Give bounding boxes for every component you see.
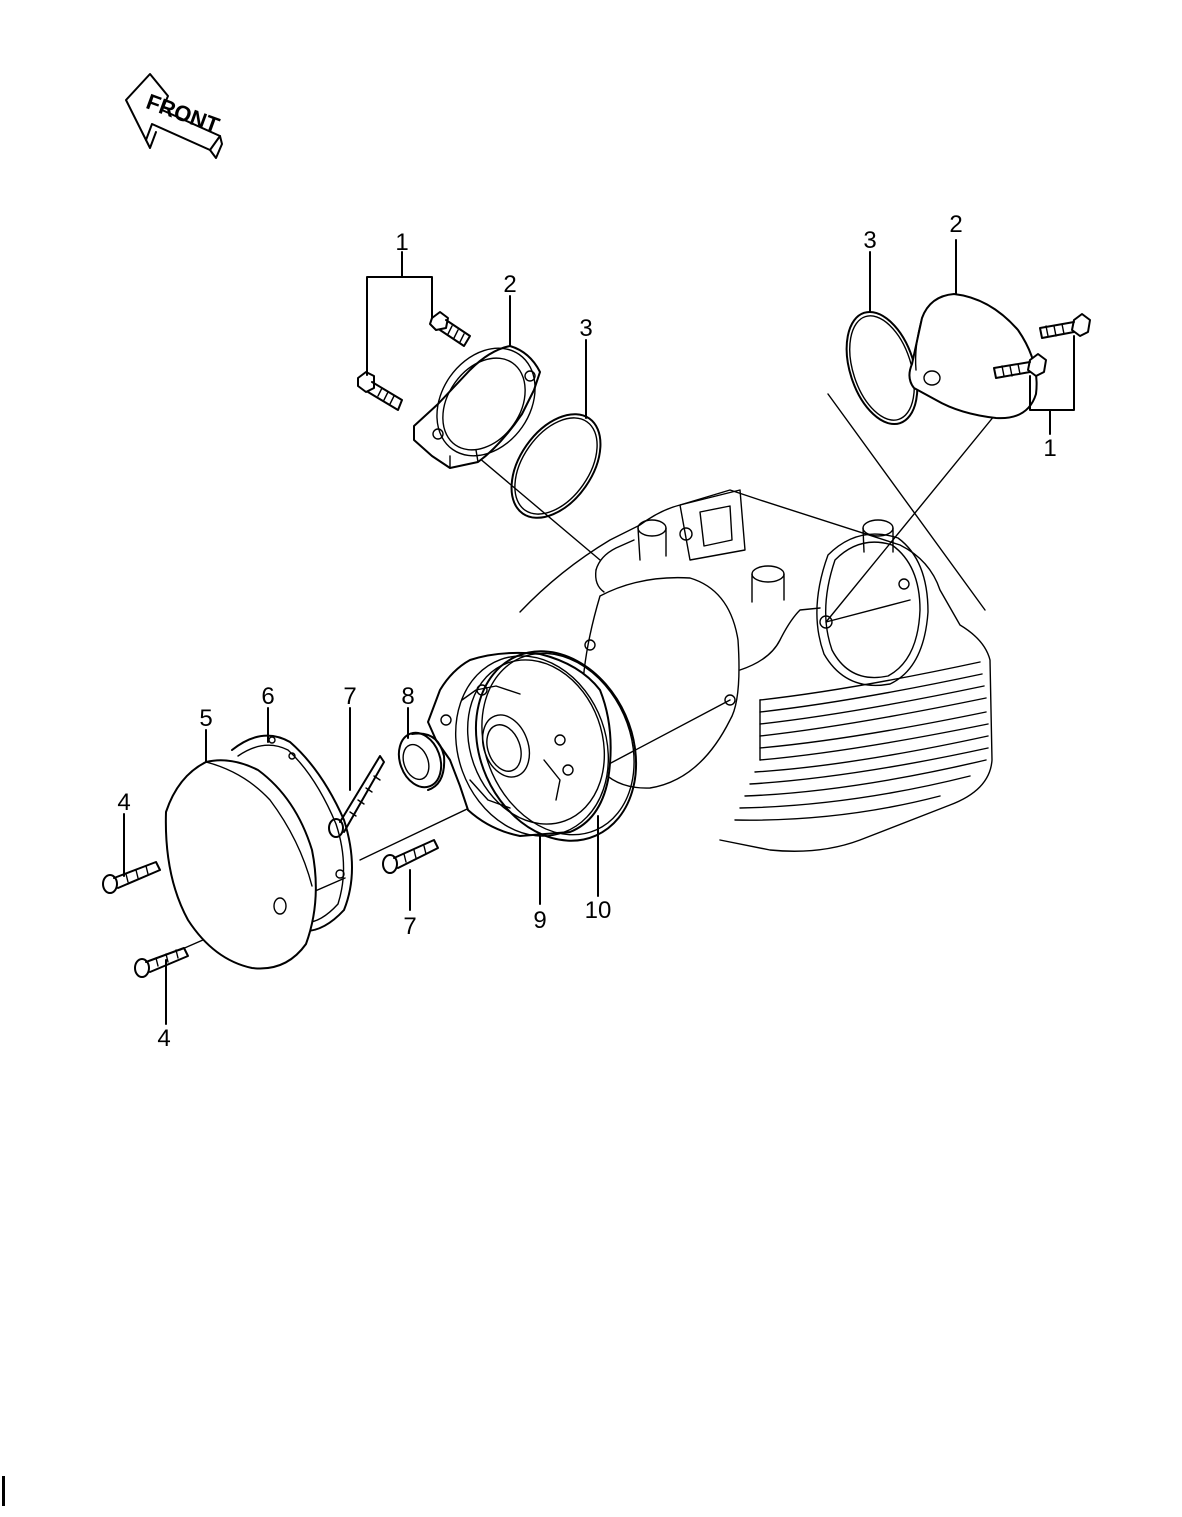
- callout-7-upper: 7: [343, 683, 356, 710]
- callout-8: 8: [401, 683, 414, 710]
- callout-7-lower: 7: [403, 913, 416, 940]
- bolt-1-upper-a: [429, 311, 471, 347]
- breather-housing-9: [427, 651, 612, 837]
- callout-1-bracket: [366, 251, 433, 376]
- adapter-flange-2-upper: [413, 345, 541, 469]
- callout-4-upper: 4: [117, 789, 130, 816]
- callout-3-upper: 3: [579, 315, 592, 342]
- callout-1-bracket-right: [1029, 335, 1075, 435]
- screw-4-lower: [134, 947, 189, 978]
- callout-9: 9: [533, 907, 546, 934]
- screw-4-upper: [102, 861, 161, 894]
- callout-2-right: 2: [949, 211, 962, 238]
- callout-1-upper: 1: [395, 229, 408, 256]
- oil-seal-8: [397, 731, 446, 791]
- bolt-1-right-b: [993, 353, 1047, 379]
- cover-5: [164, 759, 317, 970]
- gasket-6: [231, 734, 353, 932]
- callout-3-right: 3: [863, 227, 876, 254]
- cap-2-right: [908, 293, 1038, 420]
- edge-mark: [2, 1476, 5, 1506]
- callout-10: 10: [585, 897, 612, 924]
- screw-7-lower: [382, 839, 439, 874]
- callout-6: 6: [261, 683, 274, 710]
- bolt-1-right-a: [1039, 313, 1091, 339]
- screw-7-upper: [328, 755, 385, 838]
- front-arrow-icon: FRONT: [125, 73, 223, 159]
- callout-4-lower: 4: [157, 1025, 170, 1052]
- callout-1-right: 1: [1043, 435, 1056, 462]
- bolt-1-upper-b: [357, 371, 403, 411]
- callout-2-upper: 2: [503, 271, 516, 298]
- o-ring-10: [474, 650, 638, 842]
- callout-5: 5: [199, 705, 212, 732]
- o-ring-3-upper: [510, 413, 602, 519]
- cylinder-head: [519, 489, 993, 852]
